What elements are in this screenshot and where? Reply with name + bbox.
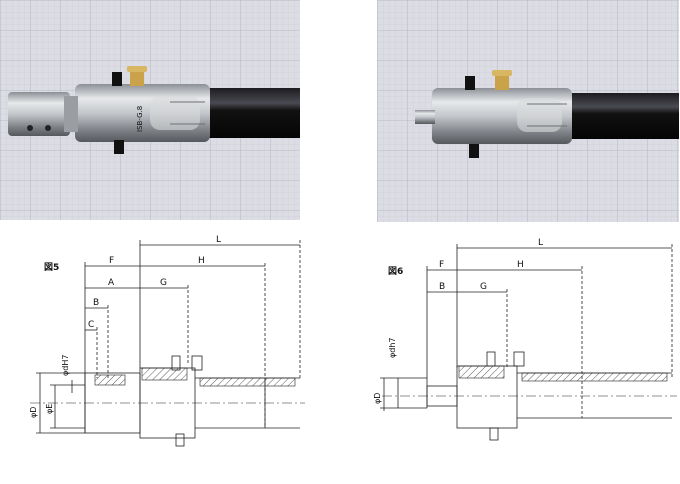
- dim-L-right: L: [538, 238, 543, 248]
- fig6-title: 図6: [388, 266, 403, 277]
- dim-dH7-left: φdH7: [61, 355, 70, 376]
- dim-G-left: G: [160, 278, 167, 288]
- dim-H-right: H: [517, 260, 524, 270]
- dim-B-right: B: [439, 282, 445, 292]
- dim-A-left: A: [108, 278, 115, 288]
- fig5-title: 図5: [44, 262, 59, 273]
- dim-C-left: C: [88, 320, 94, 330]
- dim-F-left: F: [109, 256, 114, 266]
- dim-L-left: L: [216, 235, 221, 245]
- dim-D-left: φD: [29, 407, 38, 418]
- drawing-right: 図6 L H F B G φdh7 φD: [362, 228, 680, 480]
- dim-D-right: φD: [373, 393, 382, 404]
- dim-F-right: F: [439, 260, 444, 270]
- dim-E-left: φE: [45, 404, 54, 414]
- dim-B-left: B: [93, 298, 99, 308]
- drawing-left: 図5 L H F A G B C φdH7 φD φE: [0, 228, 310, 480]
- photo-left: ISB-G.8: [0, 0, 300, 220]
- dim-G-right: G: [480, 282, 487, 292]
- photo-right: [377, 0, 679, 222]
- photo-marking: ISB-G.8: [136, 106, 144, 132]
- dim-H-left: H: [198, 256, 205, 266]
- dim-dh7-right: φdh7: [388, 337, 397, 358]
